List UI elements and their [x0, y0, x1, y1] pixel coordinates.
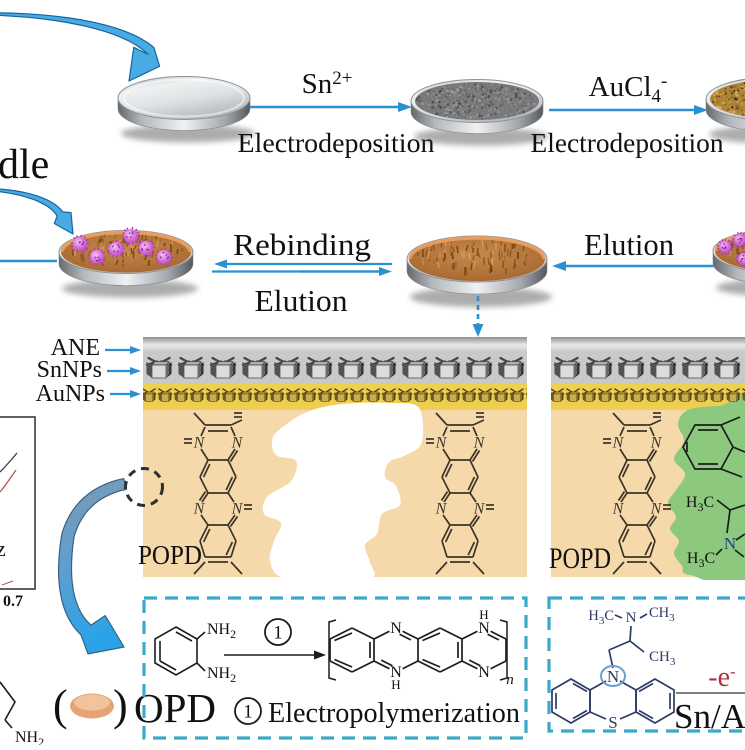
svg-text:POPD: POPD: [138, 540, 202, 570]
svg-text:1: 1: [243, 702, 253, 723]
svg-text:AuNPs: AuNPs: [36, 381, 105, 407]
svg-text:Sn/Au: Sn/Au: [674, 697, 745, 736]
svg-text:N: N: [435, 501, 448, 518]
svg-text:N: N: [435, 435, 448, 452]
svg-text:N: N: [473, 435, 486, 452]
svg-text:1: 1: [273, 623, 283, 644]
svg-text:N: N: [724, 534, 736, 553]
svg-text:n: n: [506, 672, 514, 688]
svg-text:N: N: [231, 435, 244, 452]
svg-text:Electropolymerization: Electropolymerization: [268, 698, 520, 729]
svg-text:z: z: [0, 536, 6, 561]
svg-text:Elution: Elution: [584, 227, 674, 262]
svg-text:dle: dle: [0, 142, 49, 188]
svg-text:0.7: 0.7: [3, 593, 23, 610]
svg-text:N: N: [473, 501, 486, 518]
svg-text:N: N: [650, 501, 663, 518]
svg-text:N: N: [193, 435, 206, 452]
svg-text:N: N: [612, 435, 625, 452]
svg-text:OPD: OPD: [134, 685, 216, 731]
svg-text:): ): [113, 681, 128, 730]
svg-text:N: N: [193, 501, 206, 518]
svg-text:Electrodeposition: Electrodeposition: [238, 128, 436, 158]
svg-text:Electrodeposition: Electrodeposition: [531, 128, 725, 158]
svg-text:N: N: [390, 620, 402, 637]
svg-text:N: N: [478, 664, 490, 681]
svg-text:SnNPs: SnNPs: [37, 357, 102, 383]
svg-text:S: S: [608, 713, 617, 732]
svg-text:N: N: [607, 667, 619, 686]
svg-text:N: N: [478, 620, 490, 637]
svg-text:N: N: [626, 610, 637, 626]
svg-text:H: H: [391, 677, 400, 692]
svg-text:N: N: [650, 435, 663, 452]
svg-text:N: N: [612, 501, 625, 518]
svg-text:Rebinding: Rebinding: [233, 227, 371, 262]
svg-text:(: (: [53, 681, 68, 730]
svg-text:N: N: [231, 501, 244, 518]
svg-text:Elution: Elution: [255, 283, 349, 318]
svg-text:POPD: POPD: [549, 542, 611, 575]
